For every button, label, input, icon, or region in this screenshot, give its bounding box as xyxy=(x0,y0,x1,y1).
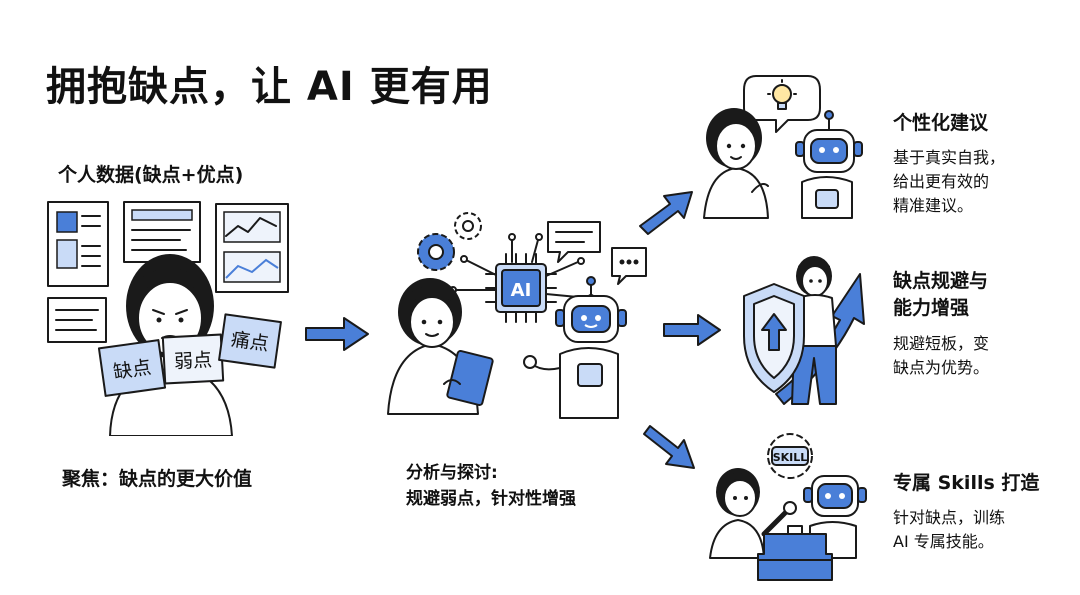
typing-bubble-icon xyxy=(611,247,647,285)
chart-document-icon xyxy=(215,203,289,293)
outcome-desc-line: 精准建议。 xyxy=(893,196,974,215)
outcome-desc-line: 给出更有效的 xyxy=(893,172,990,191)
analysis-caption-title: 分析与探讨: xyxy=(406,463,498,483)
svg-text:痛点: 痛点 xyxy=(230,328,271,355)
personalized-advice-illustration xyxy=(703,75,863,219)
skill-gear-icon: SKILL xyxy=(767,433,813,479)
outcome-desc-line: 针对缺点，训练 xyxy=(893,508,1006,527)
document-icon xyxy=(47,201,109,287)
svg-text:AI: AI xyxy=(511,280,532,301)
wrench-icon xyxy=(761,501,797,537)
chat-bubble-icon xyxy=(547,221,601,263)
personal-data-heading: 个人数据(缺点+优点) xyxy=(58,164,244,186)
toolbox-icon xyxy=(757,525,833,581)
gear-icon xyxy=(417,233,455,271)
custom-skills-illustration: SKILL xyxy=(709,433,867,581)
arrow-right-icon xyxy=(663,314,721,346)
document-icon xyxy=(47,297,107,343)
outcome-title-avoid-enhance: 缺点规避与 xyxy=(893,270,989,292)
outcome-desc-line: 规避短板，变 xyxy=(893,334,990,353)
arrow-up-right-icon xyxy=(639,191,693,235)
outcome-desc-line: 基于真实自我， xyxy=(893,148,1006,167)
avoid-weakness-illustration xyxy=(743,256,865,405)
ai-analysis-illustration: AI xyxy=(387,212,647,419)
shield-icon xyxy=(743,283,805,393)
person-with-tablet-icon xyxy=(387,278,494,415)
arrow-right-icon xyxy=(305,317,369,351)
outcome-desc-line: AI 专属技能。 xyxy=(893,532,994,551)
svg-text:SKILL: SKILL xyxy=(773,451,808,464)
svg-text:缺点: 缺点 xyxy=(112,356,153,383)
robot-icon xyxy=(795,110,863,219)
outcome-desc-line: 缺点为优势。 xyxy=(893,358,990,377)
robot-icon xyxy=(523,276,627,419)
outcome-title-avoid-enhance-line2: 能力增强 xyxy=(893,297,970,319)
weak-point-card: 弱点 xyxy=(161,333,225,385)
arrow-down-right-icon xyxy=(643,425,695,469)
outcome-title-personalized-advice: 个性化建议 xyxy=(893,112,989,134)
weakness-card: 缺点 xyxy=(97,339,167,397)
girl-icon xyxy=(709,468,765,559)
focus-caption: 聚焦：缺点的更大价值 xyxy=(62,468,253,490)
girl-icon xyxy=(703,108,769,219)
analysis-caption-body: 规避弱点，针对性增强 xyxy=(406,489,576,509)
lightbulb-icon xyxy=(743,75,821,133)
pain-point-card: 痛点 xyxy=(218,313,282,369)
ai-chip-icon: AI xyxy=(485,253,557,323)
personal-data-illustration: 缺点 弱点 痛点 xyxy=(47,201,289,436)
document-icon xyxy=(123,201,201,263)
gear-icon xyxy=(454,212,482,240)
outcome-title-custom-skills: 专属 Skills 打造 xyxy=(893,472,1040,494)
page-title: 拥抱缺点，让 AI 更有用 xyxy=(46,64,493,110)
svg-text:弱点: 弱点 xyxy=(174,349,213,373)
